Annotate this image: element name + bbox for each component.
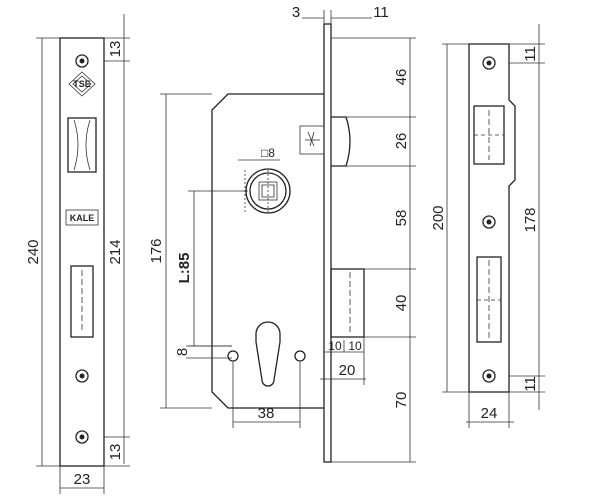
dim-latch-top-label: 11 [373,4,389,21]
dim-case-height: 176 [148,93,212,409]
kale-mark: KALE [65,209,99,226]
dim-cylinder-spacing-label: 38 [258,405,275,422]
strike-bolt-opening [476,256,502,343]
dim-strike-width: 24 [466,392,514,428]
dim-spindle: □8 [238,146,280,161]
dim-faceplate-top-label: 13 [107,41,124,58]
dim-faceplate-inner-label: 214 [107,239,124,264]
dim-faceplate-bottom-label: 13 [107,444,124,461]
strike-plate-view [468,43,516,393]
dim-faceplate-width: 23 [59,466,105,494]
dim-cylinder-spacing: 38 [232,362,301,428]
dim-bolt-throw: 10 10 [324,337,365,385]
faceplate-middle-screw [75,369,89,383]
tse-mark-text: TSE [73,79,91,89]
dim-strike-length-label: 200 [430,205,447,230]
strike-middle-screw [482,215,496,229]
strike-top-screw [482,56,496,70]
dim-plate-thickness: 3 [292,4,332,24]
dim-strike-top-label: 11 [522,46,539,62]
dim-strike-width-label: 24 [481,405,498,422]
cylinder-screw-right [294,350,306,362]
dim-latch-top: 11 [331,4,389,21]
latch-bolt [299,116,351,167]
dim-strike-bottom: 11 [509,376,545,393]
latch-slot [67,117,97,173]
faceplate-view: TSE KALE [59,37,105,467]
lock-body-view [211,23,365,463]
dim-key-pin-offset-label: 8 [174,348,191,356]
dim-bolt-height-label: 40 [393,295,410,312]
dim-faceplate-width-label: 23 [74,471,91,488]
dim-strike-length: 200 [430,43,469,393]
dim-chain-lock [331,37,416,463]
dim-faceplate-top: 13 [104,37,130,58]
cylinder-screw-left [227,350,239,362]
dim-faceplate-length-label: 240 [25,239,42,264]
strike-plate-outline [468,43,516,393]
dim-strike-inner: 178 [509,24,545,410]
dim-case-height-label: 176 [148,238,165,263]
strike-bottom-screw [482,369,496,383]
dim-plate-thickness-label: 3 [292,4,300,21]
front-plate [323,23,332,463]
dim-strike-bottom-label: 11 [522,376,539,392]
bolt-slot [70,265,94,338]
dim-strike-inner-label: 178 [522,207,539,232]
dim-bolt-throw-b-label: 10 [348,339,362,353]
dim-faceplate-bottom: 13 [104,444,130,467]
dim-faceplate-inner: 214 [104,14,130,464]
deadbolt [330,268,365,338]
dim-bolt-throw-a-label: 10 [328,339,342,353]
faceplate-bottom-screw [75,430,89,444]
faceplate-top-screw [75,54,89,68]
lock-case [211,93,324,409]
dim-latch-height-label: 26 [393,133,410,150]
dim-backset-label: L:85 [176,253,193,284]
cylinder-cutout [255,321,281,387]
dim-strike-top: 11 [509,43,545,62]
dim-bolt-gap-label: 58 [393,210,410,227]
dim-key-pin-offset: 8 [174,345,232,359]
faceplate-outline [59,37,105,467]
dim-bolt-depth: 20 [320,362,366,380]
tse-mark: TSE [68,71,96,97]
strike-latch-opening [473,105,505,165]
dim-spindle-label: □8 [261,146,275,160]
dim-bolt-depth-label: 20 [339,362,356,379]
dim-latch-distance-label: 46 [393,69,410,86]
kale-mark-text: KALE [70,213,95,223]
dim-bolt-bottom-label: 70 [393,392,410,409]
dim-faceplate-length: 240 [25,37,60,467]
